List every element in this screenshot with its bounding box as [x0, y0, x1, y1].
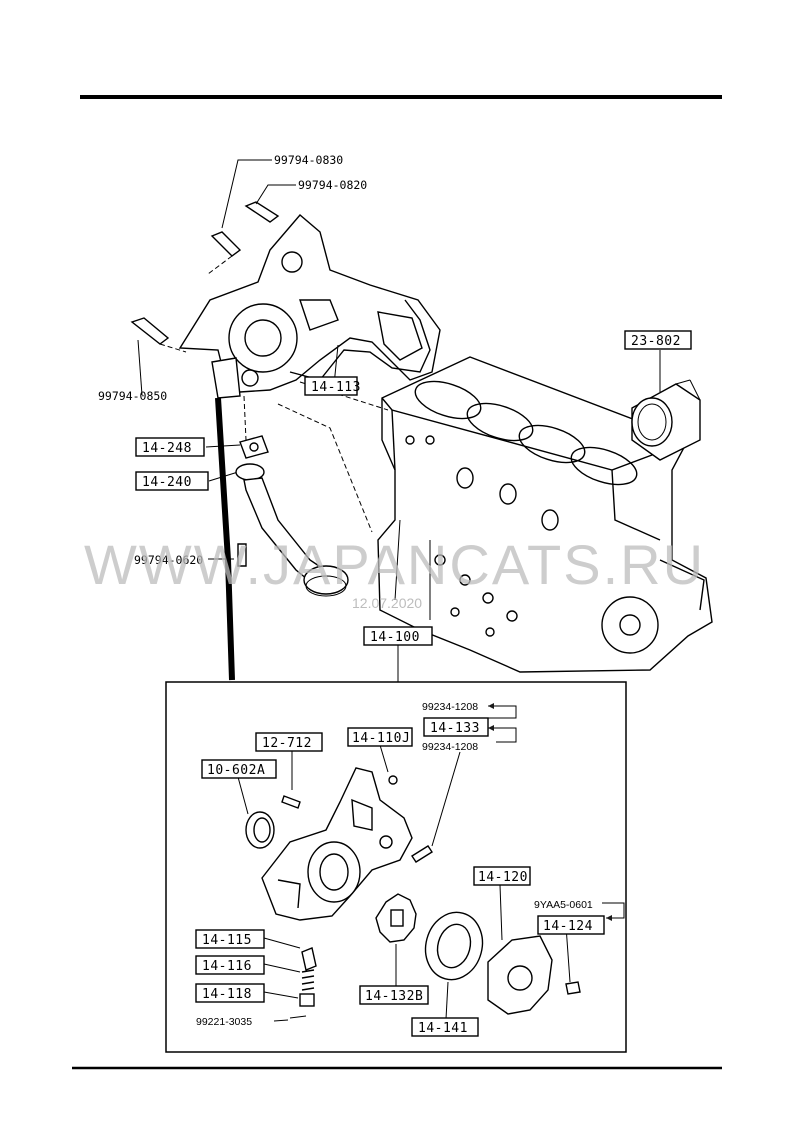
label-oil-filter: 23-802 [631, 334, 681, 349]
oil-pump-body-illustration [178, 214, 441, 399]
box-strainer-gasket [135, 437, 205, 457]
label-outer-rotor: 14-141 [418, 1021, 468, 1036]
watermark-text: WWW.JAPANCATS.RU [84, 533, 705, 596]
box-inner-rotor [359, 985, 429, 1005]
leader-lines-assembly [237, 705, 625, 1022]
pin-133-illustration [411, 845, 433, 863]
engine-block-illustration [377, 356, 713, 673]
label-bolt-1208-a: 99234-1208 [422, 701, 478, 713]
gasket-illustration [289, 299, 431, 381]
box-outer-rotor [411, 1017, 479, 1037]
outer-rotor-illustration [424, 911, 484, 981]
box-pin-110j [347, 727, 413, 747]
label-inner-rotor: 14-132B [365, 989, 423, 1004]
watermark-date: 12.07.2020 [352, 595, 422, 611]
pickup-bolt-illustration [237, 543, 247, 567]
label-screw-9yaa5: 9YAA5-0601 [534, 899, 593, 911]
box-plunger [195, 929, 265, 949]
pump-body-detail-illustration [261, 767, 413, 921]
relief-valve-parts-illustration [289, 947, 317, 1019]
label-dowel: 12-712 [262, 736, 312, 751]
pin-illustration [388, 775, 398, 785]
arrowheads [488, 703, 612, 921]
oil-seal-illustration [245, 811, 275, 849]
inner-rotor-illustration [375, 893, 417, 943]
label-pin-110j: 14-110J [352, 731, 410, 746]
box-oil-filter [624, 330, 692, 350]
label-plug: 14-118 [202, 987, 252, 1002]
label-bolt-1208-b: 99234-1208 [422, 741, 478, 753]
label-plunger: 14-115 [202, 933, 252, 948]
cover-screw-illustration [565, 981, 581, 995]
box-pump-assy [363, 626, 433, 646]
label-gasket-cover: 14-113 [311, 380, 361, 395]
oil-strainer-illustration [235, 463, 349, 597]
label-spring: 14-116 [202, 959, 252, 974]
label-screw-124: 14-124 [543, 919, 593, 934]
oil-filter-illustration [631, 356, 701, 461]
label-bolt-top2: 99794-0820 [298, 178, 367, 192]
label-pin-133: 14-133 [430, 721, 480, 736]
box-plug [195, 983, 265, 1003]
label-pump-assy: 14-100 [370, 630, 420, 645]
pump-assembly-frame [165, 681, 627, 1053]
box-strainer [135, 471, 209, 491]
box-screw-124 [537, 915, 605, 935]
box-cover [473, 866, 531, 886]
label-oil-seal: 10-602A [207, 763, 265, 778]
label-bolt-top: 99794-0830 [274, 153, 343, 167]
label-strainer-gasket: 14-248 [142, 441, 192, 456]
dowel-illustration [281, 795, 301, 809]
box-oil-seal [201, 759, 277, 779]
strainer-gasket-illustration [239, 435, 269, 459]
label-bolt-left: 99794-0850 [98, 389, 167, 403]
box-dowel [255, 732, 323, 752]
label-strainer: 14-240 [142, 475, 192, 490]
pump-cover-illustration [487, 935, 553, 1015]
label-bolt-pickup: 99794-0620 [134, 553, 203, 567]
bolt-top-illustration [130, 201, 280, 345]
assembly-connector-line [215, 397, 235, 681]
label-washer: 99221-3035 [196, 1016, 252, 1028]
label-cover: 14-120 [478, 870, 528, 885]
box-pin-133 [423, 717, 489, 737]
box-spring [195, 955, 265, 975]
box-gasket-cover [304, 376, 358, 396]
